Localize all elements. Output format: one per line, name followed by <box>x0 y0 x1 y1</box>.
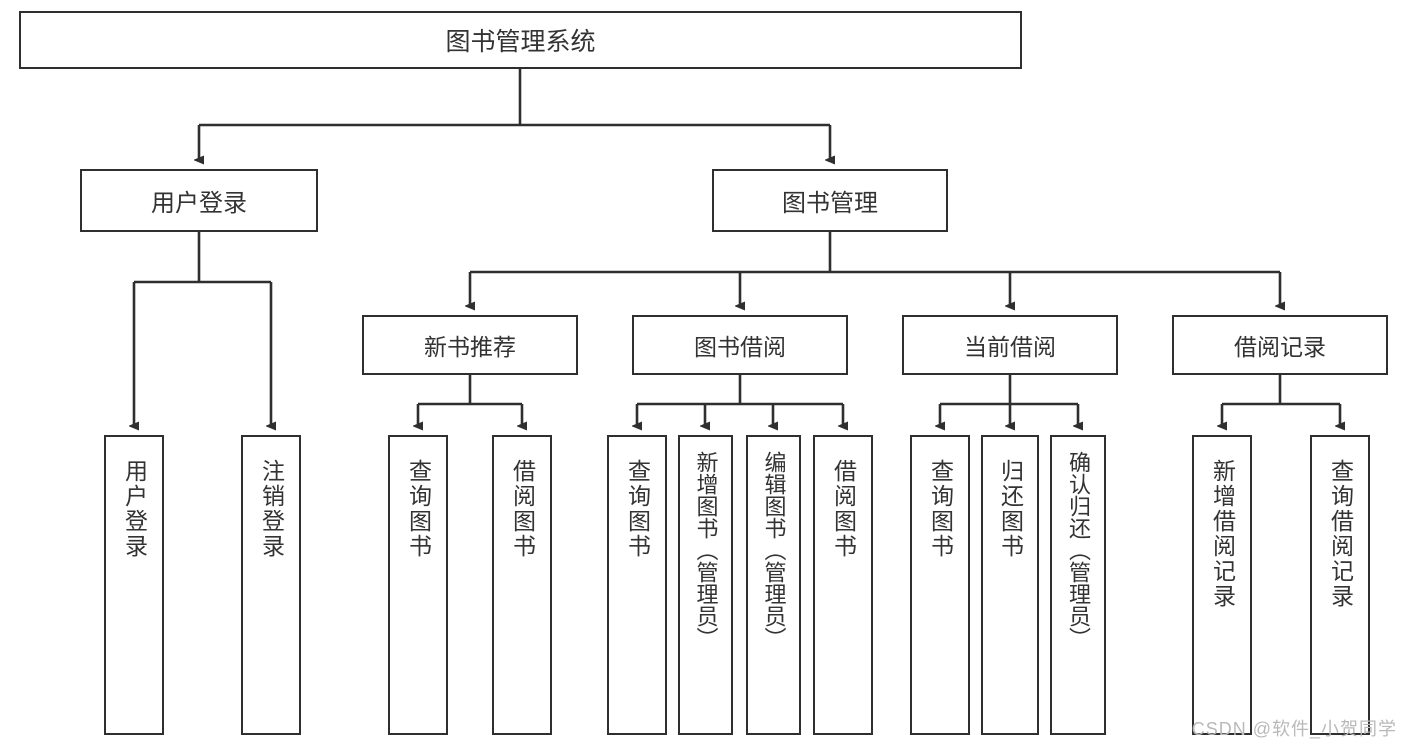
leaf-query-book-current-label: 查询图书 <box>927 459 954 559</box>
leaf-user-login[interactable]: 用户登录 <box>104 435 164 735</box>
node-user-login-label: 用户登录 <box>151 190 247 217</box>
node-book-management-label: 图书管理 <box>782 190 878 217</box>
leaf-query-book-recommend-label: 查询图书 <box>405 459 432 559</box>
node-borrow-records-label: 借阅记录 <box>1234 334 1326 360</box>
leaf-borrow-book-recommend[interactable]: 借阅图书 <box>492 435 552 735</box>
leaf-logout[interactable]: 注销登录 <box>241 435 301 735</box>
watermark: CSDN @软件_小贺同学 <box>1191 719 1397 739</box>
leaf-add-borrow-record-label: 新增借阅记录 <box>1209 459 1236 609</box>
leaf-query-borrow-record[interactable]: 查询借阅记录 <box>1310 435 1370 735</box>
node-current-borrow-label: 当前借阅 <box>964 334 1056 360</box>
node-user-login[interactable]: 用户登录 <box>80 169 318 232</box>
leaf-query-book-recommend[interactable]: 查询图书 <box>388 435 448 735</box>
leaf-logout-label: 注销登录 <box>258 459 285 559</box>
node-root-label: 图书管理系统 <box>445 28 596 56</box>
leaf-return-book[interactable]: 归还图书 <box>981 435 1039 735</box>
leaf-return-book-label: 归还图书 <box>997 459 1024 559</box>
leaf-confirm-return-admin[interactable]: 确认归还（管理员） <box>1050 435 1106 735</box>
node-new-book-recommend-label: 新书推荐 <box>424 334 516 360</box>
leaf-add-borrow-record[interactable]: 新增借阅记录 <box>1192 435 1252 735</box>
node-root[interactable]: 图书管理系统 <box>19 11 1022 69</box>
leaf-borrow-book-borrow[interactable]: 借阅图书 <box>813 435 873 735</box>
node-borrow-records[interactable]: 借阅记录 <box>1172 315 1388 375</box>
node-new-book-recommend[interactable]: 新书推荐 <box>362 315 578 375</box>
leaf-edit-book-admin-label: 编辑图书（管理员） <box>761 451 787 649</box>
leaf-query-book-borrow-label: 查询图书 <box>624 459 651 559</box>
leaf-user-login-label: 用户登录 <box>121 459 148 559</box>
leaf-add-book-admin[interactable]: 新增图书（管理员） <box>678 435 733 735</box>
node-current-borrow[interactable]: 当前借阅 <box>902 315 1118 375</box>
leaf-edit-book-admin[interactable]: 编辑图书（管理员） <box>746 435 801 735</box>
node-book-borrow[interactable]: 图书借阅 <box>632 315 848 375</box>
leaf-borrow-book-recommend-label: 借阅图书 <box>509 459 536 559</box>
node-book-borrow-label: 图书借阅 <box>694 334 786 360</box>
leaf-borrow-book-borrow-label: 借阅图书 <box>830 459 857 559</box>
leaf-query-borrow-record-label: 查询借阅记录 <box>1327 459 1354 609</box>
leaf-query-book-current[interactable]: 查询图书 <box>910 435 970 735</box>
leaf-add-book-admin-label: 新增图书（管理员） <box>693 451 719 649</box>
node-book-management[interactable]: 图书管理 <box>712 169 948 232</box>
leaf-query-book-borrow[interactable]: 查询图书 <box>607 435 667 735</box>
leaf-confirm-return-admin-label: 确认归还（管理员） <box>1066 451 1091 649</box>
